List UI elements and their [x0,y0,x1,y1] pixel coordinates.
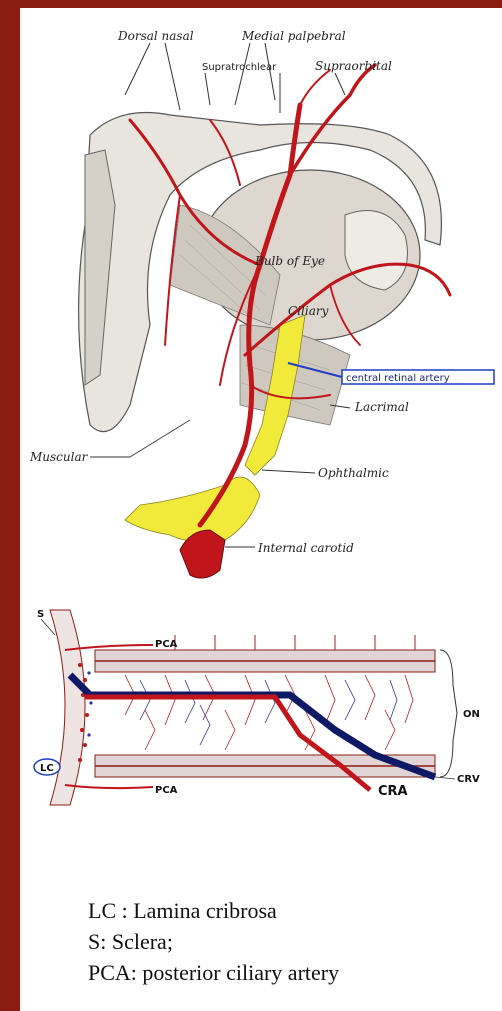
label-pca-bottom: PCA [155,785,178,796]
optic-chiasm [125,477,260,542]
upper-branch-ticks [175,635,415,650]
legend-item-lc: LC : Lamina cribrosa [88,895,339,926]
top-frame-bar [0,0,502,8]
optic-nerve-cross-section: S PCA PCA ON LC CRV CRA [25,605,500,810]
label-ciliary: Ciliary [288,304,329,318]
label-bulb-of-eye: Bulb of Eye [254,254,325,268]
lamina-blue-dots [87,671,92,736]
label-crv: CRV [457,774,480,785]
crv-leader [435,777,455,779]
label-supraorbital: Supraorbital [315,59,392,73]
left-frame-bar [0,0,20,1011]
legend-item-pca: PCA: posterior ciliary artery [88,957,339,988]
label-cra: CRA [378,784,408,799]
ophthalmic-leader [262,470,315,473]
capillary-network-blue [140,680,397,745]
legend: LC : Lamina cribrosa S: Sclera; PCA: pos… [88,895,339,988]
label-central-retinal-artery: central retinal artery [346,373,450,384]
on-bracket [440,650,457,777]
muscular-leader-2 [130,420,190,457]
pca-bottom-vessel [65,785,153,788]
label-dorsal-nasal: Dorsal nasal [117,29,194,43]
label-ophthalmic: Ophthalmic [318,466,389,480]
sclera [50,610,85,805]
label-supratrochlear: Supratrochlear [202,62,277,73]
label-internal-carotid: Internal carotid [257,541,354,555]
label-muscular: Muscular [30,450,89,464]
capillary-network-red [125,675,413,750]
top-leader-lines [125,43,345,113]
legend-item-s: S: Sclera; [88,926,339,957]
label-on: ON [463,709,480,720]
label-lacrimal: Lacrimal [354,400,409,414]
label-lc: LC [40,763,54,774]
label-pca-top: PCA [155,639,178,650]
label-s: S [37,609,44,620]
orbit-arteries-illustration: Dorsal nasal Medial palpebral Supratroch… [30,25,500,600]
label-medial-palpebral: Medial palpebral [241,29,346,43]
